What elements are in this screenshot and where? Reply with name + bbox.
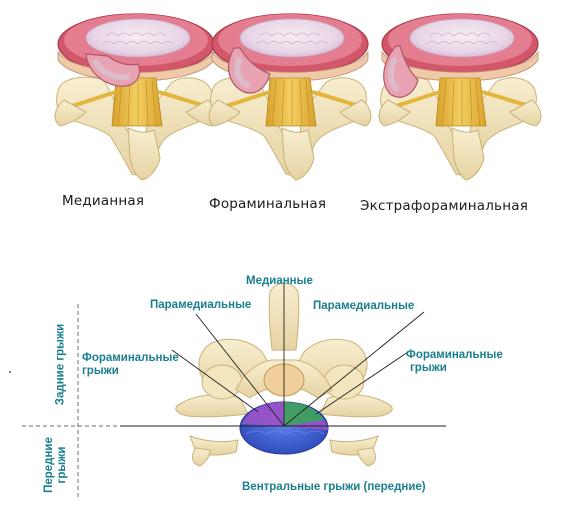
label-foraminal-right: Фораминальные грыжи bbox=[406, 349, 503, 375]
label-foraminal-left: Фораминальные грыжи bbox=[82, 352, 179, 378]
caption-foraminal: Фораминальная bbox=[209, 196, 327, 212]
label-median: Медианные bbox=[246, 275, 313, 287]
label-paramedial-left: Парамедиальные bbox=[150, 299, 252, 311]
label-paramedial-right: Парамедиальные bbox=[313, 300, 415, 312]
label-foraminal-right-line2: грыжи bbox=[410, 362, 447, 374]
label-foraminal-left-line1: Фораминальные bbox=[82, 352, 179, 364]
label-foraminal-left-line2: грыжи bbox=[82, 365, 119, 377]
label-anterior-side: Передние грыжи bbox=[43, 433, 69, 497]
stray-dot bbox=[9, 371, 11, 373]
label-foraminal-right-line1: Фораминальные bbox=[406, 349, 503, 361]
caption-median: Медианная bbox=[62, 193, 145, 209]
label-anterior-side-line2: грыжи bbox=[56, 446, 68, 484]
axial-vertebra-diagram bbox=[22, 278, 446, 500]
caption-extraforaminal: Экстрафораминальная bbox=[360, 198, 529, 214]
median-herniation-figure bbox=[53, 12, 219, 182]
label-posterior-side: Задние грыжи bbox=[54, 323, 67, 406]
extraforaminal-herniation-figure bbox=[377, 12, 543, 182]
label-ventral: Вентральные грыжи (передние) bbox=[242, 481, 426, 493]
foraminal-herniation-figure bbox=[207, 12, 373, 182]
label-anterior-side-line1: Передние bbox=[43, 437, 55, 493]
